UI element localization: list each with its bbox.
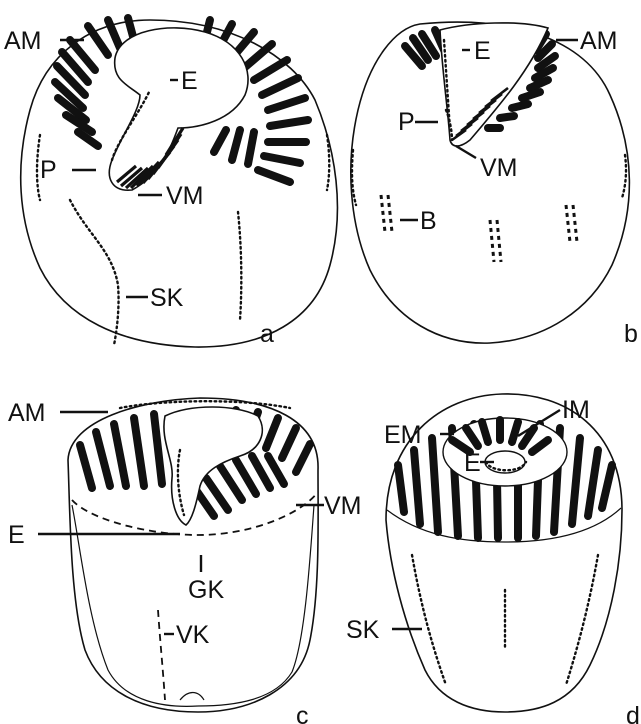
panel-c: AM VM E GK VK c	[8, 398, 362, 724]
panel-b-label-vm: VM	[480, 154, 518, 182]
panel-d-kinety-right	[566, 555, 598, 685]
panel-a-letter: a	[260, 320, 274, 348]
panel-c-ventral-kinety	[158, 610, 165, 700]
panel-b: E AM P VM B b	[351, 22, 638, 348]
panel-d-letter: d	[626, 702, 640, 724]
panel-a-label-e: E	[181, 67, 198, 95]
panel-d-label-sk: SK	[346, 616, 380, 644]
panel-d-kinety-left	[412, 555, 446, 685]
panel-b-kinety-edge-right	[622, 155, 626, 198]
panel-c-label-vk: VK	[176, 621, 210, 649]
panel-a-label-vm: VM	[166, 182, 204, 210]
panel-b-label-b: B	[420, 207, 437, 235]
panel-a-kinety-right	[238, 212, 241, 320]
panel-c-label-vm: VM	[324, 492, 362, 520]
panel-b-brush-kineties	[381, 195, 577, 262]
panel-a: AM E P VM SK a	[4, 18, 337, 348]
panel-c-label-gk: GK	[188, 576, 224, 604]
panel-d: EM IM E SK d	[346, 394, 640, 724]
panel-b-label-am: AM	[580, 27, 618, 55]
panel-c-label-e: E	[8, 521, 25, 549]
panel-c-label-am: AM	[8, 399, 46, 427]
panel-c-inner-body	[72, 505, 314, 706]
panel-c-letter: c	[296, 702, 309, 724]
panel-a-oral-cavity	[109, 28, 248, 190]
panel-d-label-em: EM	[384, 421, 422, 449]
panel-b-label-p: P	[398, 108, 415, 136]
panel-d-label-im: IM	[562, 396, 590, 424]
panel-a-label-am: AM	[4, 27, 42, 55]
panel-b-letter: b	[624, 320, 638, 348]
panel-b-label-e: E	[474, 37, 491, 65]
panel-c-posterior-cleft	[180, 693, 204, 701]
panel-d-label-e: E	[464, 449, 481, 477]
panel-a-label-p: P	[40, 156, 57, 184]
panel-a-label-sk: SK	[150, 284, 184, 312]
